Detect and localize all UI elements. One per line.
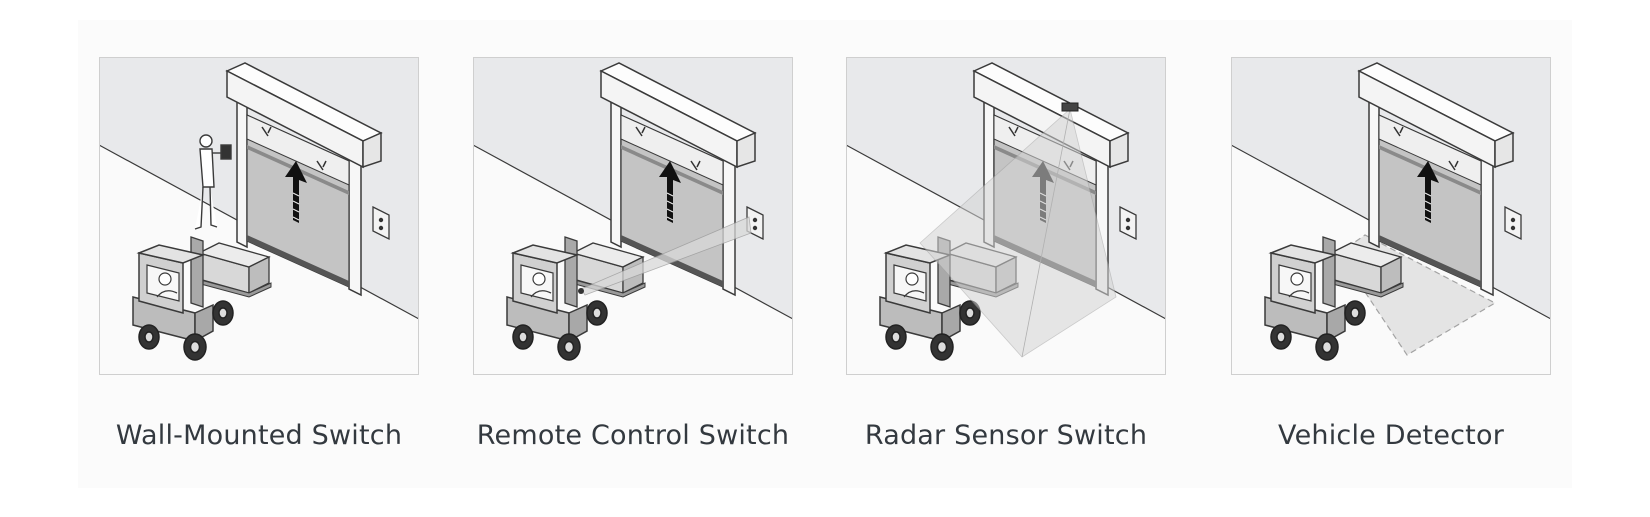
panel-remote-control-switch [473, 57, 793, 375]
caption-vehicle-detector: Vehicle Detector [1278, 420, 1504, 451]
panel-wall-mounted-switch [99, 57, 419, 375]
vehicle-detector-illustration [1231, 57, 1551, 375]
remote-control-illustration [473, 57, 793, 375]
caption-remote-control-switch: Remote Control Switch [476, 420, 790, 451]
caption-wall-mounted-switch: Wall-Mounted Switch [115, 420, 403, 451]
wall-switch-illustration [99, 57, 419, 375]
radar-sensor-illustration [846, 57, 1166, 375]
panel-vehicle-detector [1231, 57, 1551, 375]
caption-radar-sensor-switch: Radar Sensor Switch [864, 420, 1148, 451]
panel-radar-sensor-switch [846, 57, 1166, 375]
